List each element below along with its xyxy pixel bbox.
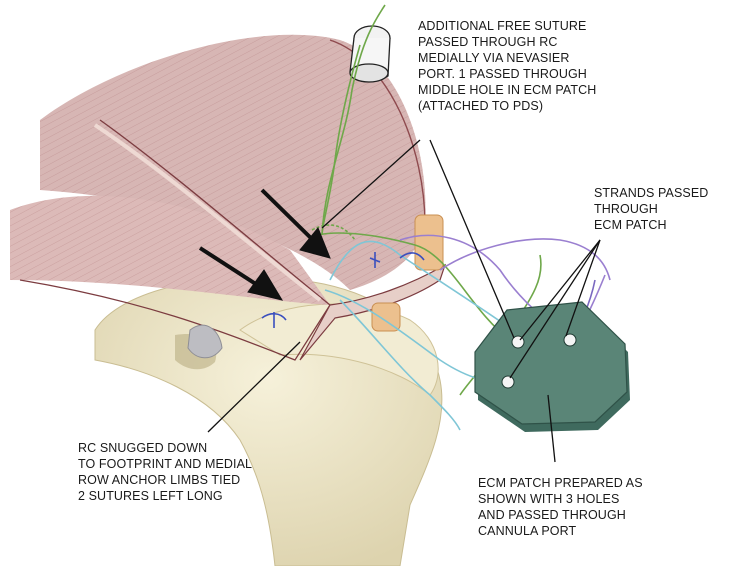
patch-hole [501, 375, 515, 389]
torn-tendon-strip [10, 119, 331, 361]
label-strands-passed: STRANDS PASSED THROUGH ECM PATCH [594, 186, 709, 232]
tuberosity-block [414, 214, 444, 271]
label-additional-suture: ADDITIONAL FREE SUTURE PASSED THROUGH RC… [418, 19, 597, 113]
supraspinatus-muscle [40, 34, 426, 291]
label-rc-snugged: RC SNUGGED DOWN TO FOOTPRINT AND MEDIAL … [78, 441, 253, 503]
suture-knots [261, 252, 425, 328]
tuberosity-block-2 [371, 302, 401, 332]
patch-hole [563, 333, 577, 347]
glenoid [187, 324, 223, 359]
label-ecm-patch: ECM PATCH PREPARED AS SHOWN WITH 3 HOLES… [478, 476, 643, 538]
direction-arrows [198, 188, 331, 301]
ecm-patch [474, 301, 630, 432]
cannula-icon [349, 25, 391, 83]
leader-lines [207, 139, 601, 463]
